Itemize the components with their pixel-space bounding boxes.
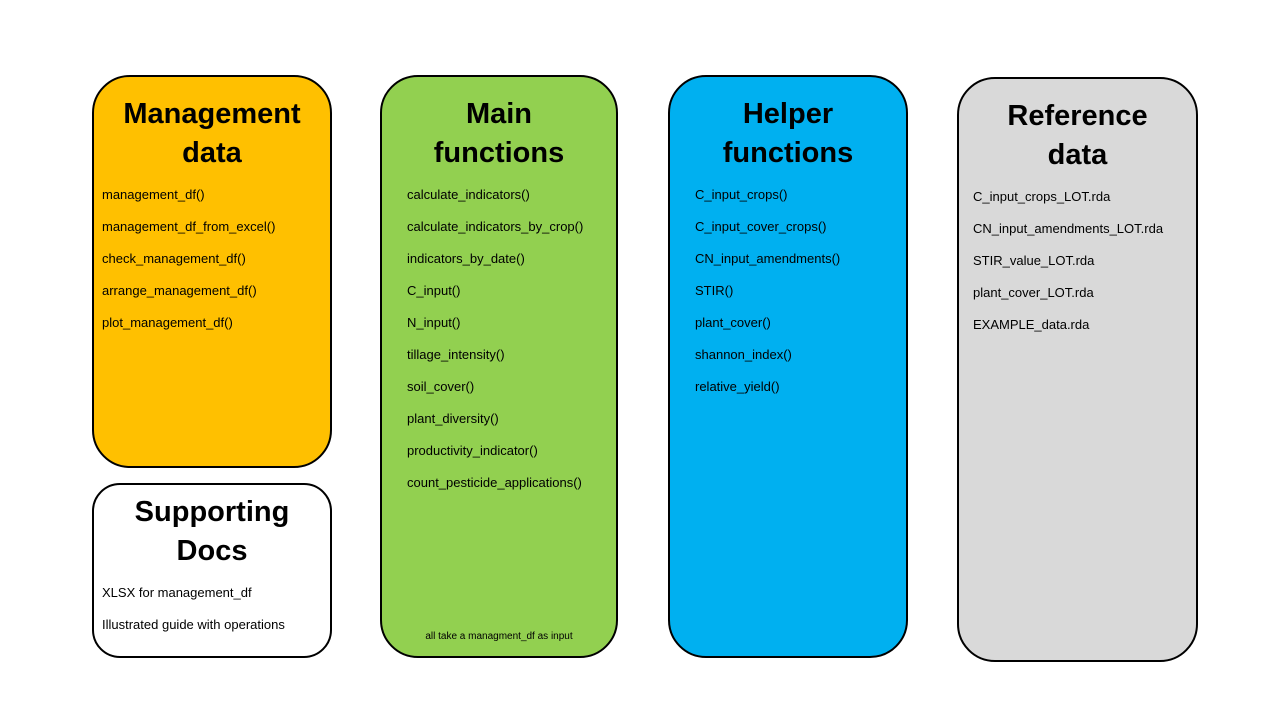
box-items-management-data: management_df() management_df_from_excel… [94,179,330,339]
list-item: plant_cover() [695,315,771,330]
list-item: soil_cover() [407,379,475,394]
box-title-supporting-docs: Supporting Docs [134,496,290,567]
list-item: N_input() [407,315,461,330]
list-item: Illustrated guide with operations [102,617,285,632]
list-item: C_input_crops_LOT.rda [973,189,1111,204]
list-item: STIR() [695,283,734,298]
list-item: management_df() [102,187,205,202]
list-item: productivity_indicator() [407,443,538,458]
list-item: CN_input_amendments() [695,251,841,266]
list-item: arrange_management_df() [102,283,257,298]
list-item: tillage_intensity() [407,347,505,362]
list-item: management_df_from_excel() [102,219,276,234]
list-item: EXAMPLE_data.rda [973,317,1090,332]
list-item: shannon_index() [695,347,792,362]
list-item: indicators_by_date() [407,251,525,266]
box-supporting-docs: Supporting Docs XLSX for management_df I… [92,483,332,658]
box-items-helper-functions: C_input_crops() C_input_cover_crops() CN… [670,179,906,403]
list-item: C_input_crops() [695,187,788,202]
box-items-reference-data: C_input_crops_LOT.rda CN_input_amendment… [959,181,1196,341]
list-item: CN_input_amendments_LOT.rda [973,221,1164,236]
box-title-helper-functions: Helper functions [722,98,854,169]
box-title-management-data: Management data [123,98,301,169]
list-item: calculate_indicators_by_crop() [407,219,584,234]
list-item: calculate_indicators() [407,187,530,202]
list-item: count_pesticide_applications() [407,475,582,490]
list-item: plant_cover_LOT.rda [973,285,1094,300]
list-item: plot_management_df() [102,315,233,330]
box-items-supporting-docs: XLSX for management_df Illustrated guide… [94,577,330,641]
list-item: C_input_cover_crops() [695,219,827,234]
box-items-main-functions: calculate_indicators() calculate_indicat… [382,179,616,499]
list-item: STIR_value_LOT.rda [973,253,1095,268]
list-item: relative_yield() [695,379,780,394]
box-management-data: Management data management_df() manageme… [92,75,332,468]
list-item: plant_diversity() [407,411,499,426]
box-main-functions: Main functions calculate_indicators() ca… [380,75,618,658]
box-helper-functions: Helper functions C_input_crops() C_input… [668,75,908,658]
box-title-reference-data: Reference data [1007,100,1148,171]
list-item: C_input() [407,283,461,298]
box-reference-data: Reference data C_input_crops_LOT.rda CN_… [957,77,1198,662]
list-item: check_management_df() [102,251,246,266]
list-item: XLSX for management_df [102,585,252,600]
box-title-main-functions: Main functions [433,98,565,169]
box-footnote: all take a managment_df as input [425,631,573,642]
